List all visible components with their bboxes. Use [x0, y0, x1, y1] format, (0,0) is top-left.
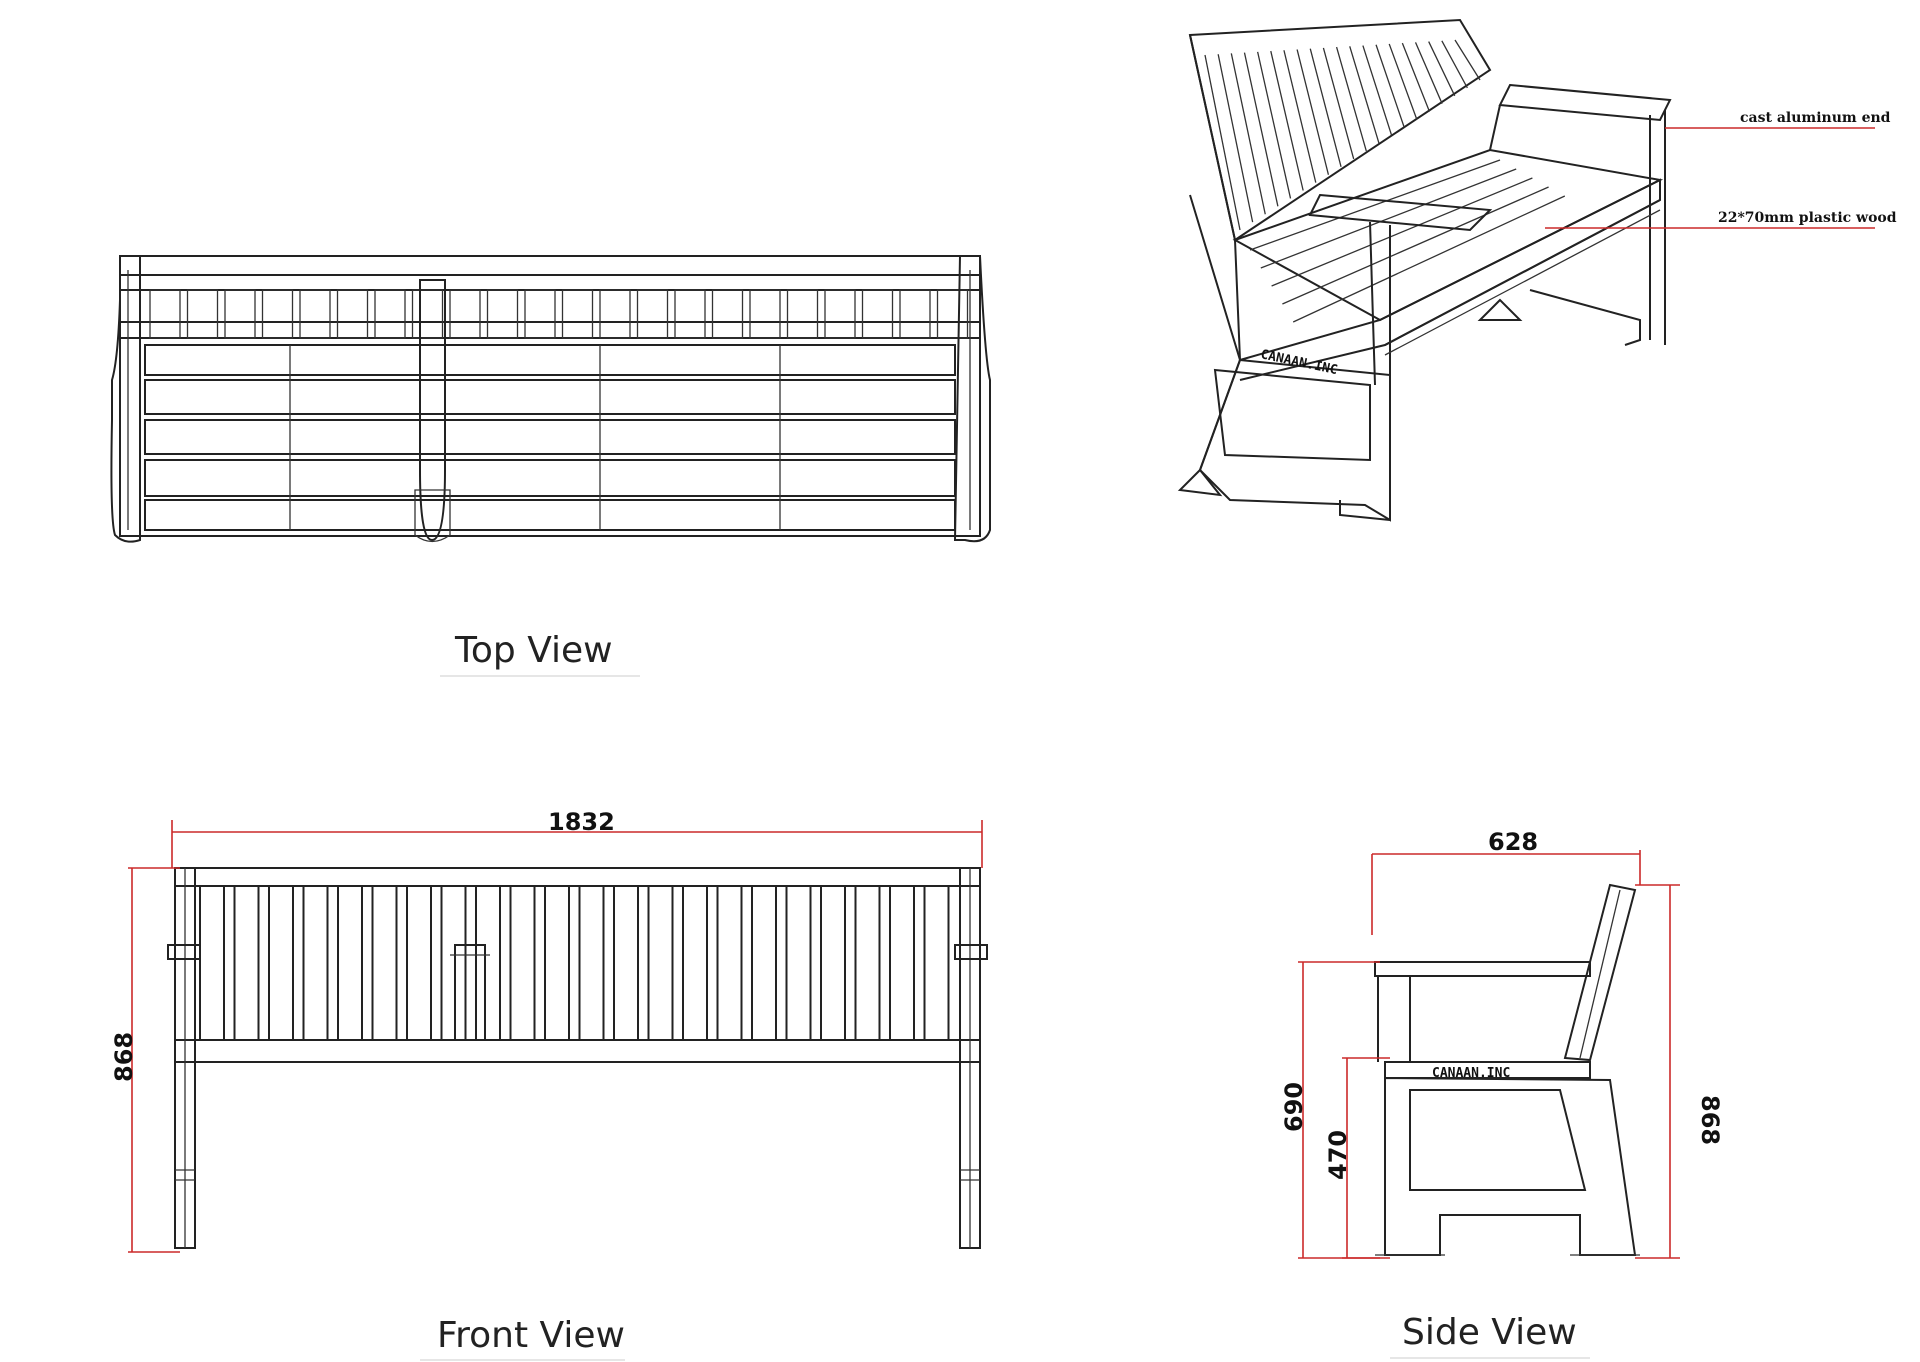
perspective-back-slat [1204, 54, 1241, 231]
perspective-back-slat [1309, 48, 1342, 168]
front-back-slat [785, 885, 812, 1041]
dimension-arm-height: 690 [1280, 961, 1380, 1259]
top-back-slat [636, 289, 669, 339]
top-back-slat [936, 289, 969, 339]
front-back-slat [233, 885, 260, 1041]
top-back-slat [261, 289, 294, 339]
dimension-front-height: 868 [110, 867, 180, 1253]
callout-arm: cast aluminum end [1665, 110, 1891, 129]
front-back-slat [751, 885, 777, 1041]
front-back-slat [475, 885, 501, 1041]
dimension-side-height-label: 868 [1696, 1095, 1724, 1145]
perspective-back-slat [1283, 50, 1317, 183]
perspective-seat-slat [1282, 186, 1549, 305]
side-view: CANAAN.INC [1374, 883, 1640, 1256]
perspective-back-slat [1270, 50, 1304, 191]
perspective-back-slat [1296, 49, 1330, 175]
front-back-slat [371, 885, 398, 1041]
callout-wood-text: 22*70mm plastic wood [1718, 210, 1897, 226]
front-back-slat [716, 885, 743, 1041]
callout-arm-text: cast aluminum end [1740, 110, 1891, 126]
front-back-slat [578, 885, 605, 1041]
dimension-arm-height-label: 690 [1280, 1082, 1308, 1132]
perspective-back-slat [1388, 43, 1418, 120]
front-back-slat [337, 885, 363, 1041]
top-back-slat [674, 289, 706, 339]
top-back-slat [224, 289, 256, 339]
perspective-back-slat [1349, 46, 1380, 144]
dimension-side-depth-label: 628 [1488, 828, 1538, 856]
perspective-back-slat [1454, 39, 1481, 81]
callout-wood: 22*70mm plastic wood [1545, 210, 1897, 229]
perspective-back-slat [1428, 41, 1456, 97]
perspective-view: CANAAN.INC [1177, 18, 1672, 522]
perspective-back-slat [1230, 53, 1266, 215]
top-back-slat [524, 289, 556, 339]
dimension-side-depth: 628 [1371, 828, 1641, 935]
dimension-front-height-label: 868 [110, 1032, 138, 1082]
top-back-slat [449, 289, 481, 339]
dimension-side-height: 868 [1635, 884, 1724, 1259]
front-back-slat [613, 885, 639, 1041]
perspective-seat-slat [1260, 168, 1517, 269]
top-back-slat [561, 289, 594, 339]
perspective-back-slat [1414, 42, 1443, 104]
top-back-slat [411, 289, 444, 339]
perspective-back-slat [1335, 46, 1367, 152]
side-view-title: Side View [1402, 1312, 1577, 1353]
perspective-back-slat [1375, 44, 1405, 128]
top-back-slat [299, 289, 331, 339]
top-back-slat [861, 289, 894, 339]
top-back-slat [486, 289, 519, 339]
perspective-back-slat [1217, 54, 1254, 223]
dimension-seat-height-label: 470 [1324, 1130, 1352, 1180]
top-back-slat [899, 289, 931, 339]
front-view-title: Front View [437, 1315, 625, 1356]
top-back-slat [186, 289, 219, 339]
front-back-slat [302, 885, 329, 1041]
top-back-slat [599, 289, 631, 339]
top-back-slat [336, 289, 369, 339]
top-back-slat [149, 289, 181, 339]
top-back-slat [374, 289, 406, 339]
perspective-back-slat [1362, 45, 1393, 136]
front-back-slat [544, 885, 570, 1041]
front-back-slat [854, 885, 881, 1041]
perspective-seat-slat [1249, 159, 1501, 251]
front-view [167, 867, 988, 1249]
top-back-slat [786, 289, 819, 339]
perspective-brand-text: CANAAN.INC [1259, 347, 1339, 378]
perspective-back-slat [1401, 42, 1431, 112]
perspective-back-slat [1243, 52, 1279, 207]
top-view-title: Top View [454, 630, 613, 671]
dimension-front-width-label: 1832 [548, 808, 615, 836]
front-back-slat [647, 885, 674, 1041]
front-back-slat [268, 885, 294, 1041]
perspective-back-slat [1322, 47, 1355, 160]
front-back-slat [509, 885, 536, 1041]
dimension-front-width: 1832 [171, 808, 983, 868]
front-back-slat [682, 885, 708, 1041]
perspective-back-slat [1256, 51, 1292, 199]
perspective-back-slat [1441, 40, 1468, 89]
top-back-slat [824, 289, 856, 339]
top-back-slat [711, 289, 744, 339]
front-back-slat [440, 885, 467, 1041]
perspective-seat-slat [1271, 177, 1533, 287]
front-back-slat [889, 885, 915, 1041]
top-back-slat [749, 289, 781, 339]
top-view [110, 255, 991, 543]
side-brand-text: CANAAN.INC [1432, 1066, 1510, 1081]
perspective-seat-slat [1292, 195, 1566, 323]
front-back-slat [406, 885, 432, 1041]
dimension-seat-height: 470 [1324, 1057, 1390, 1259]
front-back-slat [199, 885, 225, 1041]
front-back-slat [820, 885, 846, 1041]
front-back-slat [923, 885, 950, 1041]
